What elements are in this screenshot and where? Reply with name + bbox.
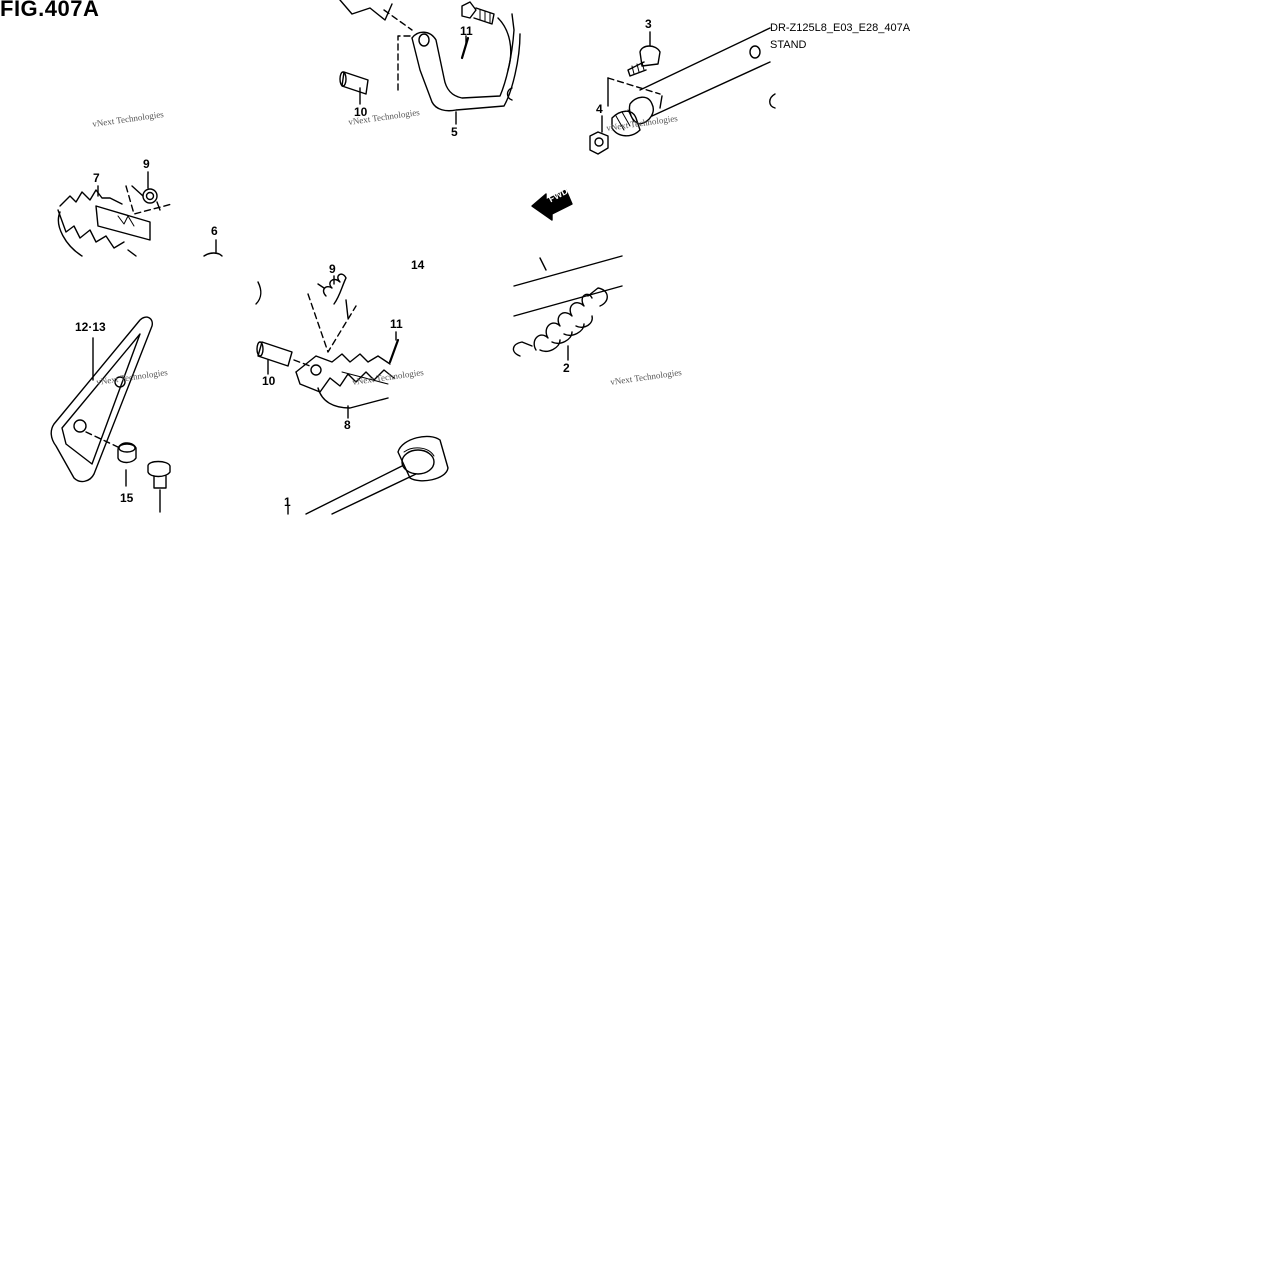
stand-bar-top	[607, 27, 776, 137]
callout-11-center: 11	[390, 317, 403, 331]
footrest-part-7	[57, 185, 151, 257]
callout-2: 2	[563, 361, 570, 375]
bracket-part-5	[339, 0, 521, 112]
collar-part-15	[117, 442, 137, 487]
bolt-part-3	[627, 31, 661, 77]
callout-12-13: 12·13	[75, 320, 106, 334]
callout-7: 7	[93, 171, 100, 185]
callout-14: 14	[411, 258, 425, 272]
callout-8: 8	[344, 418, 351, 432]
side-stand-part-1	[287, 435, 449, 515]
callout-9-center: 9	[329, 262, 336, 276]
callout-15: 15	[120, 491, 134, 505]
callout-10-top: 10	[354, 105, 368, 119]
callout-4: 4	[596, 102, 603, 116]
pin-part-10-center	[256, 341, 311, 375]
callout-3: 3	[645, 17, 652, 31]
callout-6: 6	[211, 224, 218, 238]
callout-9-left: 9	[143, 157, 150, 171]
spring-part-2	[512, 255, 623, 361]
callout-5: 5	[451, 125, 458, 139]
diagram-code: DR-Z125L8_E03_E28_407A	[770, 22, 911, 34]
fwd-arrow-icon	[531, 189, 573, 221]
washer-part-6	[203, 239, 223, 257]
callout-11-top: 11	[460, 24, 473, 38]
callout-1: 1	[284, 495, 291, 509]
spring-part-9-left	[125, 171, 173, 215]
cotter-pin-part-11-center	[388, 331, 400, 364]
frame-stub-center	[255, 281, 262, 305]
bolt-part-15b	[147, 460, 171, 513]
plate-part-12-13	[50, 316, 154, 483]
spring-part-9-center	[307, 273, 357, 353]
nut-part-4	[589, 115, 609, 155]
pin-part-10-top	[339, 71, 369, 105]
callout-10-center: 10	[262, 374, 276, 388]
figure-title: FIG.407A	[0, 0, 100, 21]
footrest-part-8	[295, 353, 395, 419]
section-name: STAND	[770, 39, 807, 51]
